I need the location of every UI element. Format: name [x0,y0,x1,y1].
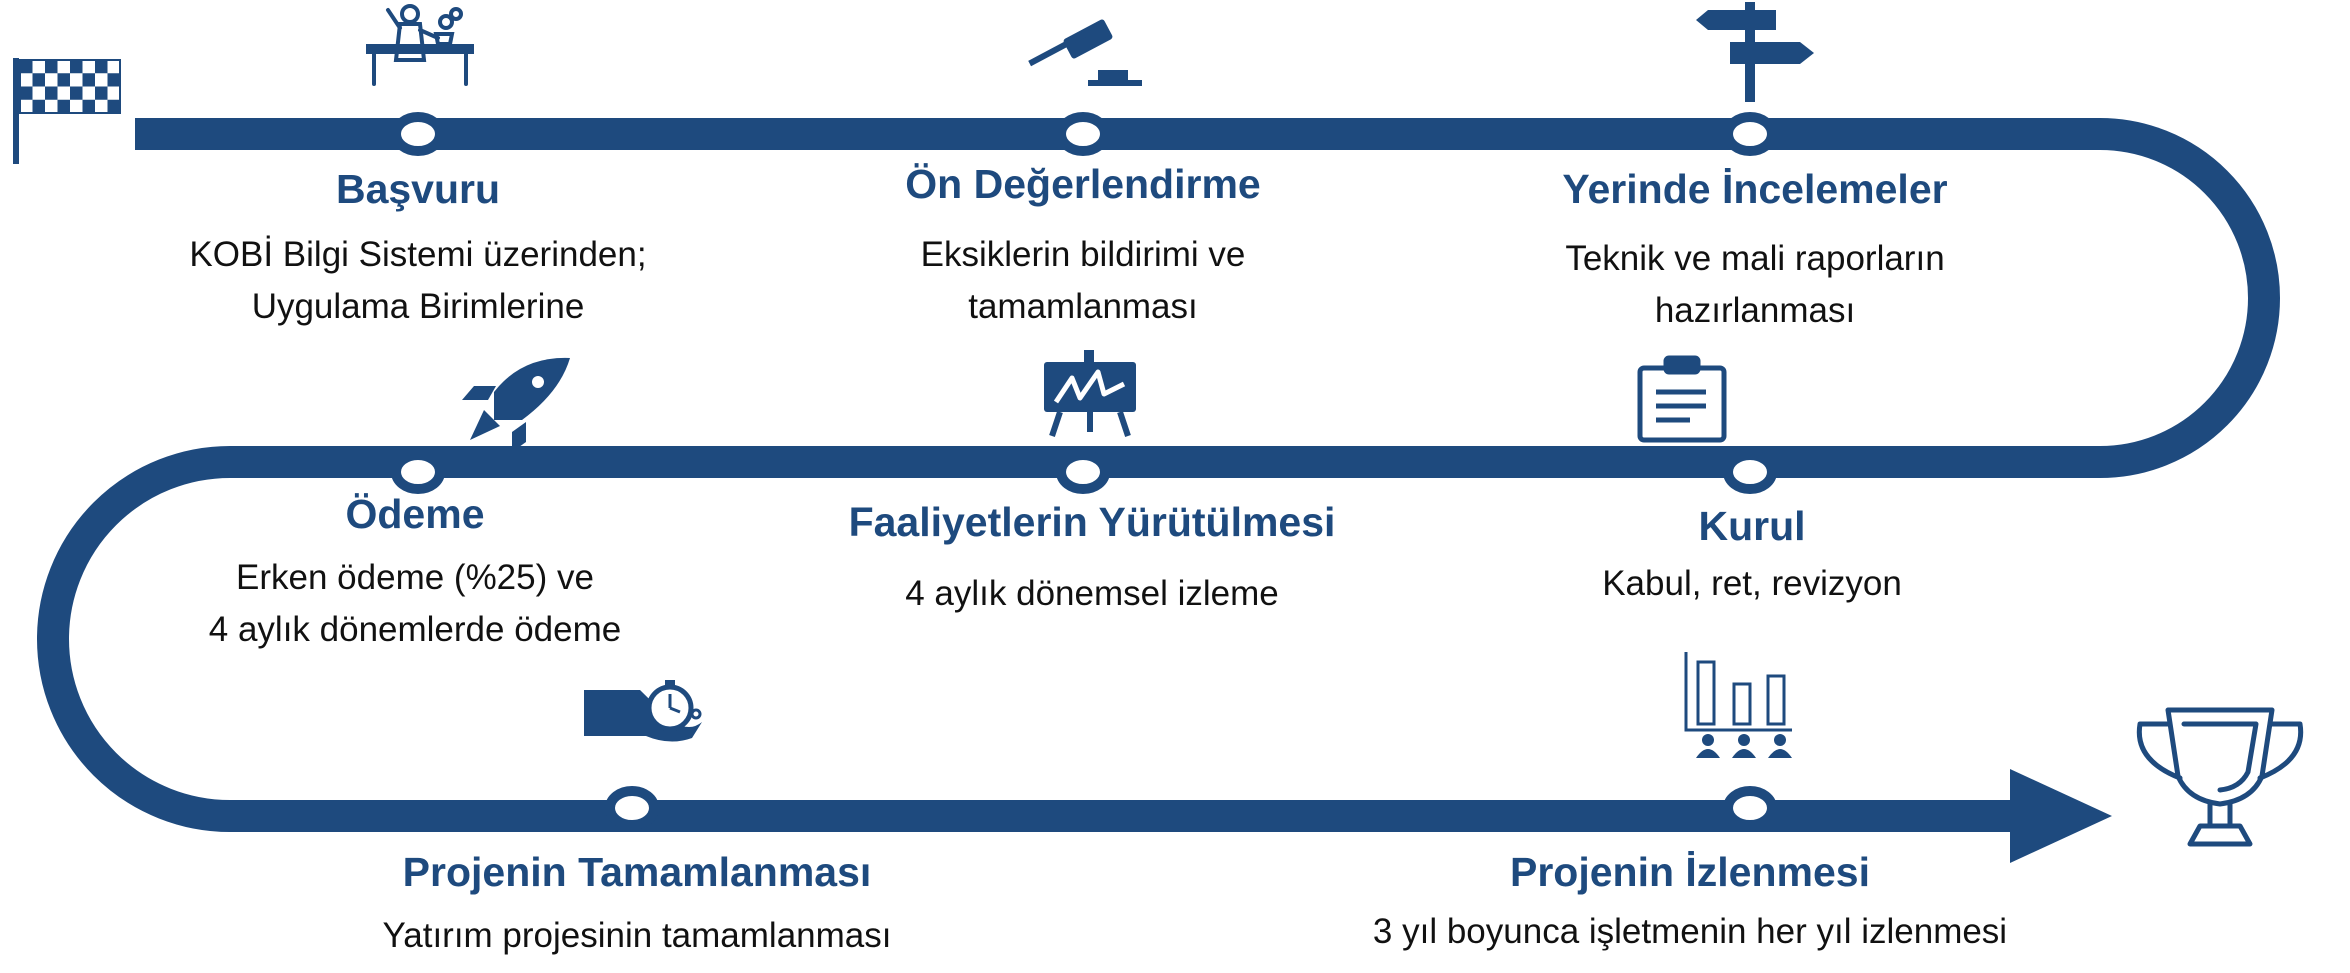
step-faaliyetlerin-yurutulmesi: Faaliyetlerin Yürütülmesi 4 aylık dönems… [849,498,1336,620]
step-desc-line: Kabul, ret, revizyon [1602,564,1902,603]
road-path [37,118,2280,832]
step-desc-line: Uygulama Birimlerine [251,287,585,326]
flag-square [45,86,58,100]
presentation-board-icon [1044,350,1136,437]
flag-square [95,60,108,74]
step-desc-line: Erken ödeme (%25) ve [236,558,594,597]
step-odeme: Ödeme Erken ödeme (%25) ve 4 aylık dönem… [209,490,621,656]
bar-chart-people-icon [1684,652,1792,758]
trophy-icon [2136,707,2304,847]
step-desc-line: Eksiklerin bildirimi ve [920,235,1246,274]
step-desc-line: Yatırım projesinin tamamlanması [382,916,892,955]
node-basvuru [391,112,445,156]
step-desc-line: 3 yıl boyunca işletmenin her yıl izlenme… [1372,912,2008,951]
flag-square [107,73,120,87]
flag-square [45,60,58,74]
step-description: Erken ödeme (%25) ve 4 aylık dönemlerde … [209,552,621,656]
hand-stopwatch-icon [584,680,702,742]
step-basvuru: Başvuru KOBİ Bilgi Sistemi üzerinden; Uy… [189,165,646,333]
flag-square [82,99,95,113]
node-on-degerlendirme [1056,112,1110,156]
rocket-icon [462,357,570,452]
step-desc-line: Teknik ve mali raporların [1565,239,1945,278]
checkered-flag-icon [13,58,121,164]
step-description: 4 aylık dönemsel izleme [849,568,1336,620]
step-title: Ödeme [345,491,485,537]
node-yerinde-incelemeler [1723,112,1777,156]
step-description: Eksiklerin bildirimi ve tamamlanması [905,229,1260,333]
step-description: Yatırım projesinin tamamlanması [383,910,892,962]
step-desc-line: hazırlanması [1654,291,1856,330]
node-odeme [391,450,445,494]
step-projenin-izlenmesi: Projenin İzlenmesi 3 yıl boyunca işletme… [1373,848,2007,958]
flag-square [95,86,108,100]
step-title: Projenin Tamamlanması [402,849,872,895]
signpost-icon [1696,2,1814,102]
step-desc-line: tamamlanması [968,287,1198,326]
node-kurul [1723,450,1777,494]
step-desc-line: KOBİ Bilgi Sistemi üzerinden; [189,235,647,274]
step-description: Teknik ve mali raporların hazırlanması [1562,233,1947,337]
step-title: Ön Değerlendirme [905,161,1261,207]
step-kurul: Kurul Kabul, ret, revizyon [1602,502,1902,610]
road-arrowhead [2010,769,2112,863]
step-on-degerlendirme: Ön Değerlendirme Eksiklerin bildirimi ve… [905,160,1260,333]
step-description: KOBİ Bilgi Sistemi üzerinden; Uygulama B… [189,229,646,333]
step-yerinde-incelemeler: Yerinde İncelemeler Teknik ve mali rapor… [1562,165,1947,337]
flag-square [20,86,33,100]
flag-square [32,73,45,87]
flag-square [57,73,70,87]
flag-square [82,73,95,87]
flag-square [20,60,33,74]
flag-square [32,99,45,113]
step-title: Yerinde İncelemeler [1562,166,1948,212]
node-projenin-tamamlanmasi [605,786,659,830]
step-title: Faaliyetlerin Yürütülmesi [848,499,1336,545]
step-title: Kurul [1698,503,1806,549]
step-projenin-tamamlanmasi: Projenin Tamamlanması Yatırım projesinin… [383,848,892,962]
node-projenin-izlenmesi [1723,786,1777,830]
step-description: 3 yıl boyunca işletmenin her yıl izlenme… [1373,906,2007,958]
gavel-icon [1028,19,1142,86]
flag-square [70,60,83,74]
step-desc-line: 4 aylık dönemlerde ödeme [208,610,622,649]
flag-square [70,86,83,100]
step-description: Kabul, ret, revizyon [1602,558,1902,610]
flag-square [57,99,70,113]
step-desc-line: 4 aylık dönemsel izleme [905,574,1279,613]
flag-square [107,99,120,113]
clipboard-icon [1637,355,1727,443]
step-title: Başvuru [335,166,501,212]
scientist-at-desk-icon [366,4,474,86]
node-faaliyetlerin-yurutulmesi [1056,450,1110,494]
step-title: Projenin İzlenmesi [1509,849,1870,895]
